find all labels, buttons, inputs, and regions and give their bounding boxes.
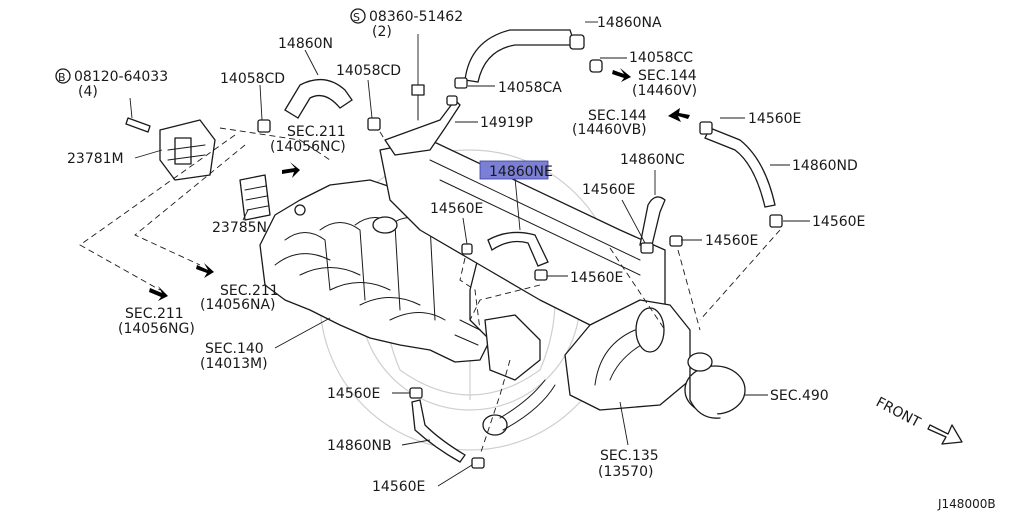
bracket-23781m[interactable] [125, 117, 216, 181]
label-14560e-e: 14560E [570, 270, 623, 286]
label-sec144-mid-sub: (14460VB) [572, 122, 647, 138]
label-sec135-sub: (13570) [598, 464, 653, 480]
throttle-body[interactable] [482, 314, 556, 436]
bolt-1-qty: (2) [372, 24, 392, 40]
front-label: FRONT [873, 394, 923, 431]
air-cleaner-canister[interactable] [684, 352, 746, 419]
highlighted-part-box[interactable] [479, 160, 549, 180]
label-sec144-top: SEC.144 [638, 68, 697, 84]
hose-14860nd[interactable] [704, 127, 776, 208]
label-sec140-sub: (14013M) [200, 356, 268, 372]
timing-cover[interactable] [564, 299, 691, 411]
label-14860n: 14860N [278, 36, 333, 52]
label-14560e-d: 14560E [705, 233, 758, 249]
label-14058cd-a: 14058CD [220, 71, 285, 87]
label-23781m: 23781M [67, 151, 124, 167]
hose-14860na[interactable] [464, 29, 576, 83]
hose-14860nb[interactable] [411, 399, 466, 463]
label-14860nc: 14860NC [620, 152, 685, 168]
label-14560e-r1: 14560E [748, 111, 801, 127]
label-sec211-left: SEC.211 [125, 306, 184, 322]
routing-lines [79, 127, 781, 456]
label-14860nb: 14860NB [327, 438, 392, 454]
label-14919p: 14919P [480, 115, 533, 131]
diagram-id: J148000B [937, 497, 996, 511]
flow-arrows [149, 68, 690, 301]
bolt-1-prefix: S [353, 11, 360, 24]
leader-lines [129, 21, 810, 487]
hose-14860n[interactable] [284, 78, 353, 119]
bolt-08360-51462[interactable] [411, 84, 425, 121]
label-sec211-mid-sub: (14056NA) [200, 297, 276, 313]
bolt-2-qty: (4) [78, 84, 98, 100]
label-14560e-b: 14560E [812, 214, 865, 230]
label-14860nd: 14860ND [792, 158, 858, 174]
clamps[interactable] [257, 34, 783, 469]
label-14058cc: 14058CC [629, 50, 693, 66]
label-14860na: 14860NA [597, 15, 662, 31]
part-labels: S 08360-51462 (2) B 08120-64033 (4) 1486… [55, 8, 996, 511]
label-14560e-g: 14560E [372, 479, 425, 495]
label-14560e-f: 14560E [327, 386, 380, 402]
label-23785n: 23785N [212, 220, 267, 236]
bolt-1-code: 08360-51462 [369, 9, 463, 25]
front-direction-indicator: FRONT [873, 394, 963, 445]
label-14560e-c: 14560E [430, 201, 483, 217]
label-sec140: SEC.140 [205, 341, 264, 357]
label-14058ca: 14058CA [498, 80, 562, 96]
label-sec144-top-sub: (14460V) [632, 83, 697, 99]
label-sec211-mid: SEC.211 [220, 283, 279, 299]
bolt-2-code: 08120-64033 [74, 69, 168, 85]
hose-14860nc[interactable] [639, 196, 666, 246]
hose-14860ne[interactable] [487, 231, 549, 267]
bolt-2-prefix: B [58, 71, 66, 84]
label-sec135: SEC.135 [600, 448, 659, 464]
label-sec211-left-sub: (14056NG) [118, 321, 195, 337]
label-14058cd-b: 14058CD [336, 63, 401, 79]
label-sec490: SEC.490 [770, 388, 829, 404]
label-14560e-a: 14560E [582, 182, 635, 198]
gasket-23785n[interactable] [239, 174, 271, 221]
label-sec144-mid: SEC.144 [588, 108, 647, 124]
label-14860ne: 14860NE [489, 164, 553, 180]
label-sec211-top: SEC.211 [287, 124, 346, 140]
label-sec211-top-sub: (14056NC) [270, 139, 346, 155]
bracket-14919p[interactable] [384, 99, 461, 156]
